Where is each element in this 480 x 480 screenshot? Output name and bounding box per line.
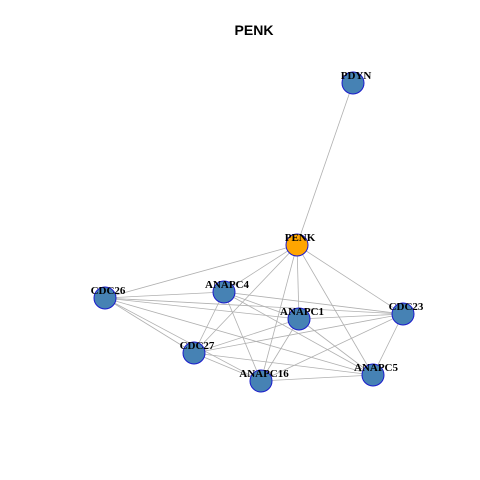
edge-anapc4-anapc1 [223,291,300,320]
edge-cdc26-anapc16 [104,297,262,382]
node-label-cdc27: CDC27 [180,340,215,352]
node-circle-penk [285,233,309,257]
node-circle-cdc27 [182,341,206,365]
node-circle-cdc26 [93,286,117,310]
node-label-penk: PENK [285,232,316,244]
node-cdc27: CDC27 [180,340,215,365]
node-cdc26: CDC26 [91,285,126,310]
edge-anapc4-anapc16 [223,291,262,382]
edge-cdc23-anapc16 [260,313,404,382]
node-label-anapc16: ANAPC16 [239,368,289,380]
edge-penk-anapc4 [223,244,298,293]
edge-cdc27-anapc16 [193,352,262,382]
node-cdc23: CDC23 [389,301,424,326]
node-label-anapc1: ANAPC1 [280,306,324,318]
node-pdyn: PDYN [341,70,372,95]
node-anapc16: ANAPC16 [239,368,289,393]
node-circle-anapc4 [212,280,236,304]
edge-cdc26-cdc27 [104,297,195,354]
node-circle-anapc1 [287,307,311,331]
node-anapc1: ANAPC1 [280,306,324,331]
edge-cdc26-cdc23 [104,297,404,315]
edge-penk-anapc16 [260,244,298,382]
edge-cdc26-anapc5 [104,297,374,376]
edge-cdc27-anapc5 [193,352,374,376]
edge-anapc1-anapc16 [260,318,300,382]
node-label-anapc5: ANAPC5 [354,362,398,374]
edge-anapc4-cdc23 [223,291,404,315]
node-anapc5: ANAPC5 [354,362,398,387]
node-label-anapc4: ANAPC4 [205,279,249,291]
edge-penk-cdc27 [193,244,298,354]
node-label-pdyn: PDYN [341,70,372,82]
edge-anapc1-cdc23 [298,313,404,320]
node-circle-anapc5 [361,363,385,387]
edge-cdc26-anapc4 [104,291,225,299]
node-circle-cdc23 [391,302,415,326]
edge-penk-cdc23 [296,244,404,315]
node-circle-anapc16 [249,369,273,393]
edge-anapc1-anapc5 [298,318,374,376]
edge-penk-anapc1 [296,244,300,320]
edge-penk-cdc26 [104,244,298,299]
node-penk: PENK [285,232,316,257]
node-anapc4: ANAPC4 [205,279,249,304]
edge-anapc1-cdc27 [193,318,300,354]
node-label-cdc26: CDC26 [91,285,126,297]
edge-layer [104,82,404,382]
node-label-cdc23: CDC23 [389,301,424,313]
edge-pdyn-penk [296,82,354,246]
edge-anapc16-anapc5 [260,374,374,382]
edge-cdc23-cdc27 [193,313,404,354]
diagram-title: PENK [235,22,274,38]
node-circle-pdyn [341,71,365,95]
